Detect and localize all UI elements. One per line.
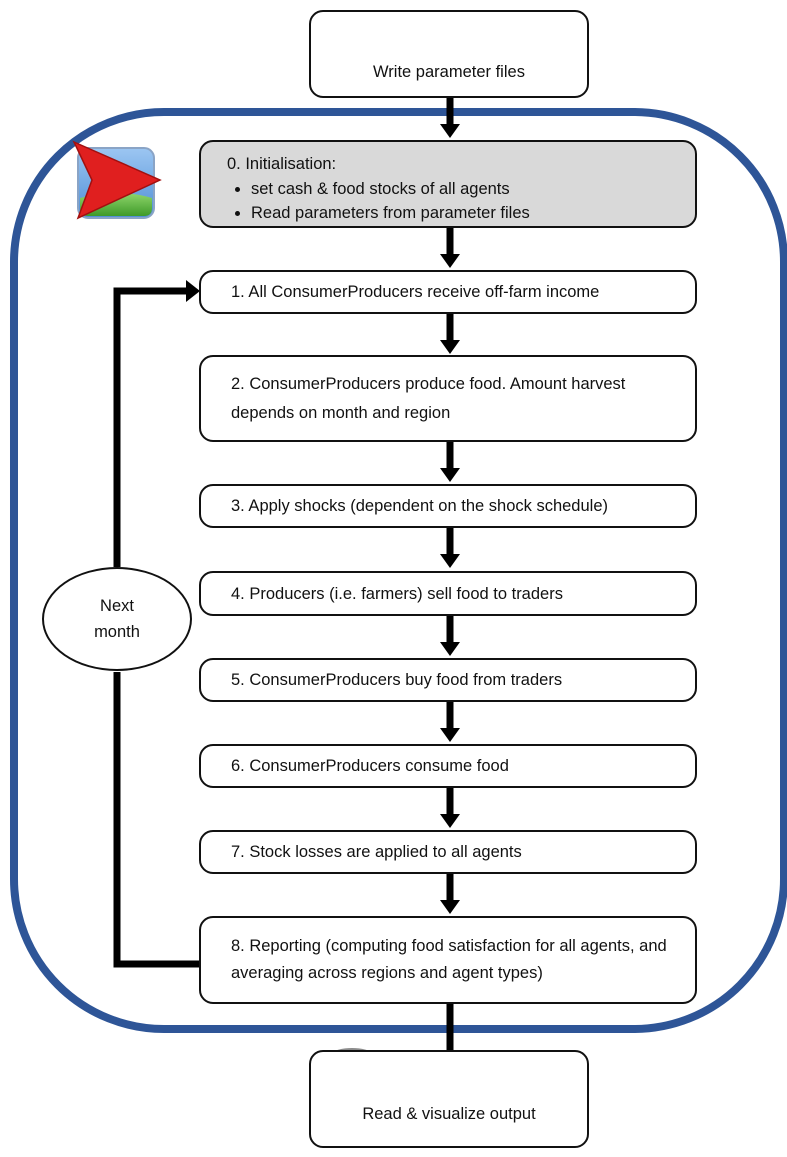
next-month-label-line2: month <box>94 623 140 641</box>
step-1-label: 1. All ConsumerProducers receive off-far… <box>231 283 600 301</box>
write-parameter-files-box: Write parameter files <box>309 10 589 98</box>
next-month-ellipse: Next month <box>42 567 192 671</box>
arrowhead <box>440 642 460 656</box>
initialisation-bullet: set cash & food stocks of all agents <box>251 177 683 201</box>
initialisation-bullets: set cash & food stocks of all agents Rea… <box>227 177 683 225</box>
arrowhead <box>440 728 460 742</box>
read-visualize-output-label: Read & visualize output <box>362 1105 536 1123</box>
step-5-box: 5. ConsumerProducers buy food from trade… <box>199 658 697 702</box>
step-4-box: 4. Producers (i.e. farmers) sell food to… <box>199 571 697 616</box>
step-8-label: 8. Reporting (computing food satisfactio… <box>231 937 667 982</box>
read-visualize-output-box: Read & visualize output <box>309 1050 589 1148</box>
step-8-box: 8. Reporting (computing food satisfactio… <box>199 916 697 1004</box>
arrowhead <box>440 900 460 914</box>
step-5-label: 5. ConsumerProducers buy food from trade… <box>231 671 563 689</box>
initialisation-title: 0. Initialisation: <box>227 155 337 173</box>
arrowhead <box>440 254 460 268</box>
next-month-label-line1: Next <box>100 597 134 615</box>
loop-back-connector <box>113 287 200 968</box>
step-2-label: 2. ConsumerProducers produce food. Amoun… <box>231 374 626 422</box>
step-6-box: 6. ConsumerProducers consume food <box>199 744 697 788</box>
write-parameter-files-label: Write parameter files <box>373 63 525 81</box>
arrowhead <box>440 124 460 138</box>
step-1-box: 1. All ConsumerProducers receive off-far… <box>199 270 697 314</box>
step-6-label: 6. ConsumerProducers consume food <box>231 757 509 775</box>
arrowhead <box>440 468 460 482</box>
step-2-box: 2. ConsumerProducers produce food. Amoun… <box>199 355 697 442</box>
arrowhead <box>440 814 460 828</box>
arrowhead <box>440 554 460 568</box>
step-4-label: 4. Producers (i.e. farmers) sell food to… <box>231 584 563 603</box>
simulation-frame <box>10 108 787 1033</box>
arrowhead <box>440 340 460 354</box>
step-3-label: 3. Apply shocks (dependent on the shock … <box>231 497 608 515</box>
loop-arrowhead <box>186 280 200 302</box>
step-3-box: 3. Apply shocks (dependent on the shock … <box>199 484 697 528</box>
initialisation-bullet: Read parameters from parameter files <box>251 201 683 225</box>
step-7-label: 7. Stock losses are applied to all agent… <box>231 843 522 861</box>
initialisation-box: 0. Initialisation: set cash & food stock… <box>199 140 697 228</box>
step-7-box: 7. Stock losses are applied to all agent… <box>199 830 697 874</box>
netlogo-logo-icon <box>72 140 162 220</box>
